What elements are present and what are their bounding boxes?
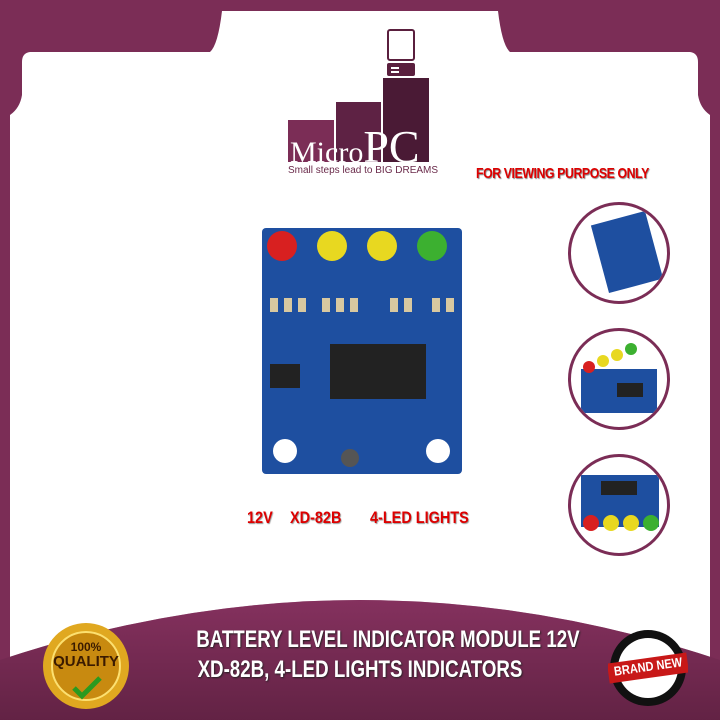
thumbnail-back-view[interactable] <box>568 202 670 304</box>
spec-model: XD-82B <box>290 508 342 527</box>
brand-name-micro: Micro <box>290 136 364 169</box>
micropc-logo <box>288 29 429 162</box>
quality-label: QUALITY <box>53 653 119 670</box>
brand-name-pc: PC <box>363 121 420 172</box>
product-title-line2: XD-82B, 4-LED LIGHTS INDICATORS <box>197 656 523 683</box>
product-image-pcb <box>262 228 462 474</box>
viewing-notice: FOR VIEWING PURPOSE ONLY <box>476 165 649 182</box>
thumbnail-front-view[interactable] <box>568 454 670 556</box>
quality-percent: 100% <box>70 640 102 654</box>
brand-name: MicroPC <box>290 120 420 173</box>
quality-seal-icon <box>43 623 129 709</box>
product-title-line1: BATTERY LEVEL INDICATOR MODULE 12V <box>196 626 580 653</box>
spec-voltage: 12V <box>247 508 273 527</box>
brand-tagline: Small steps lead to BIG DREAMS <box>288 165 439 176</box>
spec-leds: 4-LED LIGHTS <box>370 508 469 527</box>
thumbnail-angle-view[interactable] <box>568 328 670 430</box>
brand-new-badge-icon <box>608 630 688 706</box>
